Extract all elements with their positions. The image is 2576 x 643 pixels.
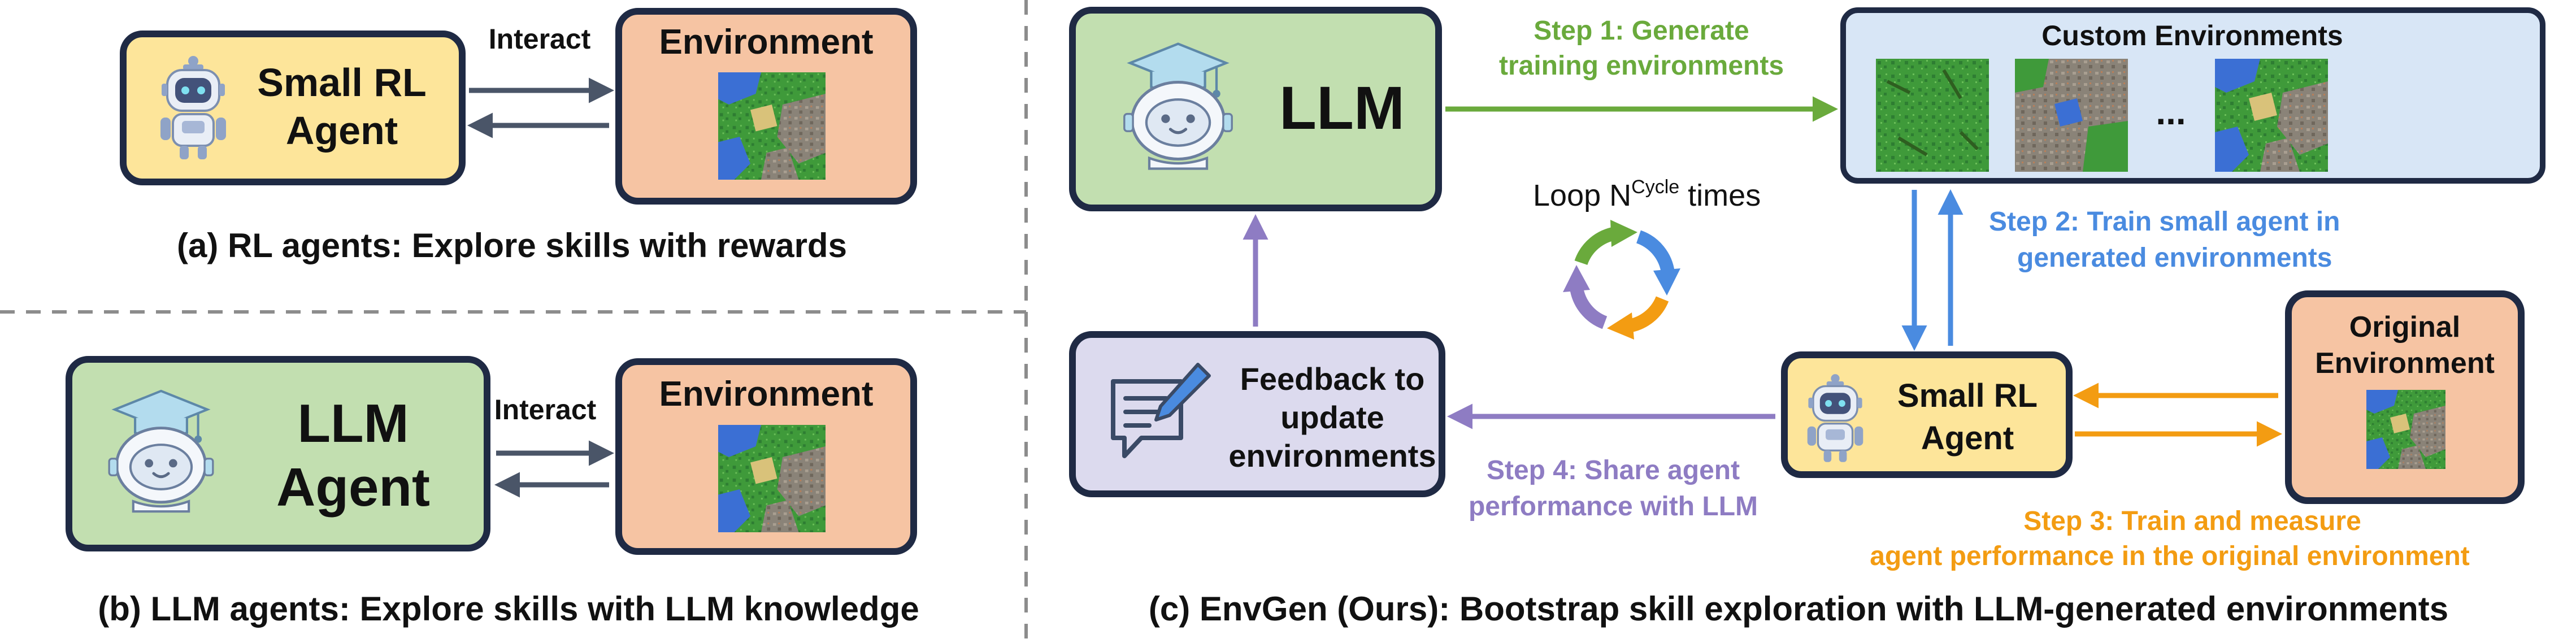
panel-c: LLM Custom Environments ... Step 1: Gene… [1069,7,2545,628]
feedback-label-2: update [1280,399,1384,435]
step4-label-2: performance with LLM [1469,492,1758,522]
cycle-arrows-icon [1563,220,1680,340]
panel-a-agent-label-1: Small RL [257,60,427,105]
panel-a-interact-label: Interact [489,23,591,55]
small-agent-label-1: Small RL [1897,377,2038,414]
panel-c-caption: (c) EnvGen (Ours): Bootstrap skill explo… [1149,590,2448,628]
panel-b-caption: (b) LLM agents: Explore skills with LLM … [98,590,919,628]
step1-label-2: training environments [1499,51,1784,81]
original-env-label-2: Environment [2315,347,2495,380]
panel-b-agent-label-1: LLM [297,393,409,454]
panel-a-caption: (a) RL agents: Explore skills with rewar… [177,227,847,264]
game-map-icon [1876,59,1989,172]
game-map-icon [2366,390,2445,469]
llm-label: LLM [1279,73,1405,142]
step1-label-1: Step 1: Generate [1534,16,1749,46]
panel-b-interact-label: Interact [494,394,597,425]
small-agent-box [1781,351,2073,478]
panel-a-agent-label-2: Agent [286,108,398,153]
panel-b-agent-label-2: Agent [276,457,430,518]
feedback-pen-icon [1111,363,1211,458]
panel-b-env-label: Environment [659,375,874,414]
step2-label-1: Step 2: Train small agent in [1989,207,2340,237]
step4-label-1: Step 4: Share agent [1487,455,1740,485]
small-agent-label-2: Agent [1921,420,2014,457]
game-map-icon [2015,59,2128,172]
loop-label: Loop NCycle times [1533,176,1761,212]
original-env-label-1: Original [2349,311,2460,344]
panel-b: LLM Agent Environment Interact (b) LLM a… [66,356,919,628]
step3-label-1: Step 3: Train and measure [2023,506,2361,536]
feedback-label-3: environments [1228,438,1436,473]
game-map-icon [2215,59,2328,172]
custom-env-title: Custom Environments [2041,20,2343,51]
feedback-box [1069,331,1445,497]
custom-env-ellipsis: ... [2156,92,2186,132]
step3-label-2: agent performance in the original enviro… [1870,541,2470,571]
feedback-label-1: Feedback to [1240,361,1425,397]
game-map-icon [718,72,826,180]
step2-label-2: generated environments [2017,243,2332,273]
game-map-icon [718,425,826,532]
panel-a: Small RL Agent Environment Interact (a) … [120,8,917,264]
panel-a-env-label: Environment [659,23,874,62]
